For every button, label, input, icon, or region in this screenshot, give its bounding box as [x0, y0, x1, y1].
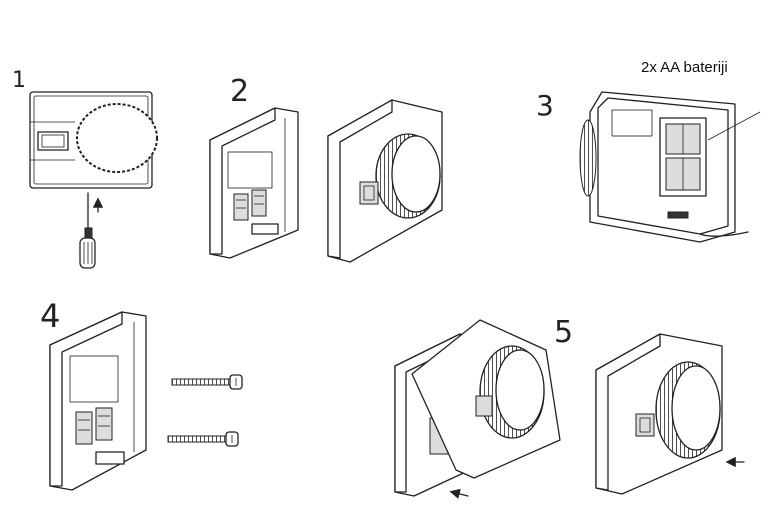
step5-closed-thermostat — [595, 333, 745, 495]
step-number-4: 4 — [40, 297, 61, 335]
step3-open-housing — [579, 91, 761, 243]
step-number-3: 3 — [536, 89, 554, 122]
step2-cover-with-dial — [327, 99, 443, 263]
step4-back-plate — [49, 311, 147, 491]
step4-screw-bottom — [167, 431, 239, 447]
step-number-1: 1 — [12, 68, 26, 93]
step5-attach-cover — [394, 319, 561, 499]
step2-back-plate — [209, 107, 299, 259]
step-number-2: 2 — [230, 74, 250, 109]
step4-screw-top — [171, 374, 243, 390]
battery-callout-label: 2x AA bateriji — [641, 59, 728, 76]
step1-thermostat-front — [29, 91, 158, 189]
step-number-5: 5 — [554, 315, 574, 350]
step1-screwdriver — [79, 192, 104, 269]
